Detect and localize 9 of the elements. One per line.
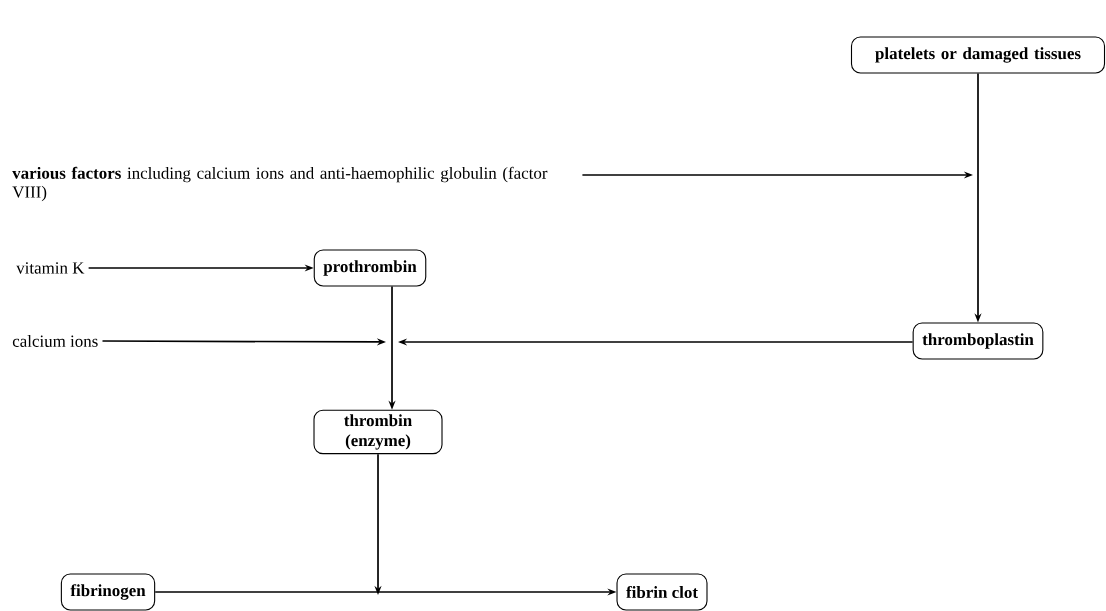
input-label: vitamin K <box>16 262 85 274</box>
process-box: fibrin clot <box>616 573 708 611</box>
process-box: fibrinogen <box>60 573 156 611</box>
input-label: various factors including calcium ions and anti-haemophilic globulin (factor VIII) <box>12 166 548 202</box>
input-label: calcium ions <box>12 335 98 347</box>
process-box: thrombin (enzyme) <box>313 409 443 455</box>
process-box: thromboplastin <box>912 322 1044 360</box>
process-box: prothrombin <box>313 249 427 287</box>
process-box: platelets or damaged tissues <box>850 36 1106 74</box>
